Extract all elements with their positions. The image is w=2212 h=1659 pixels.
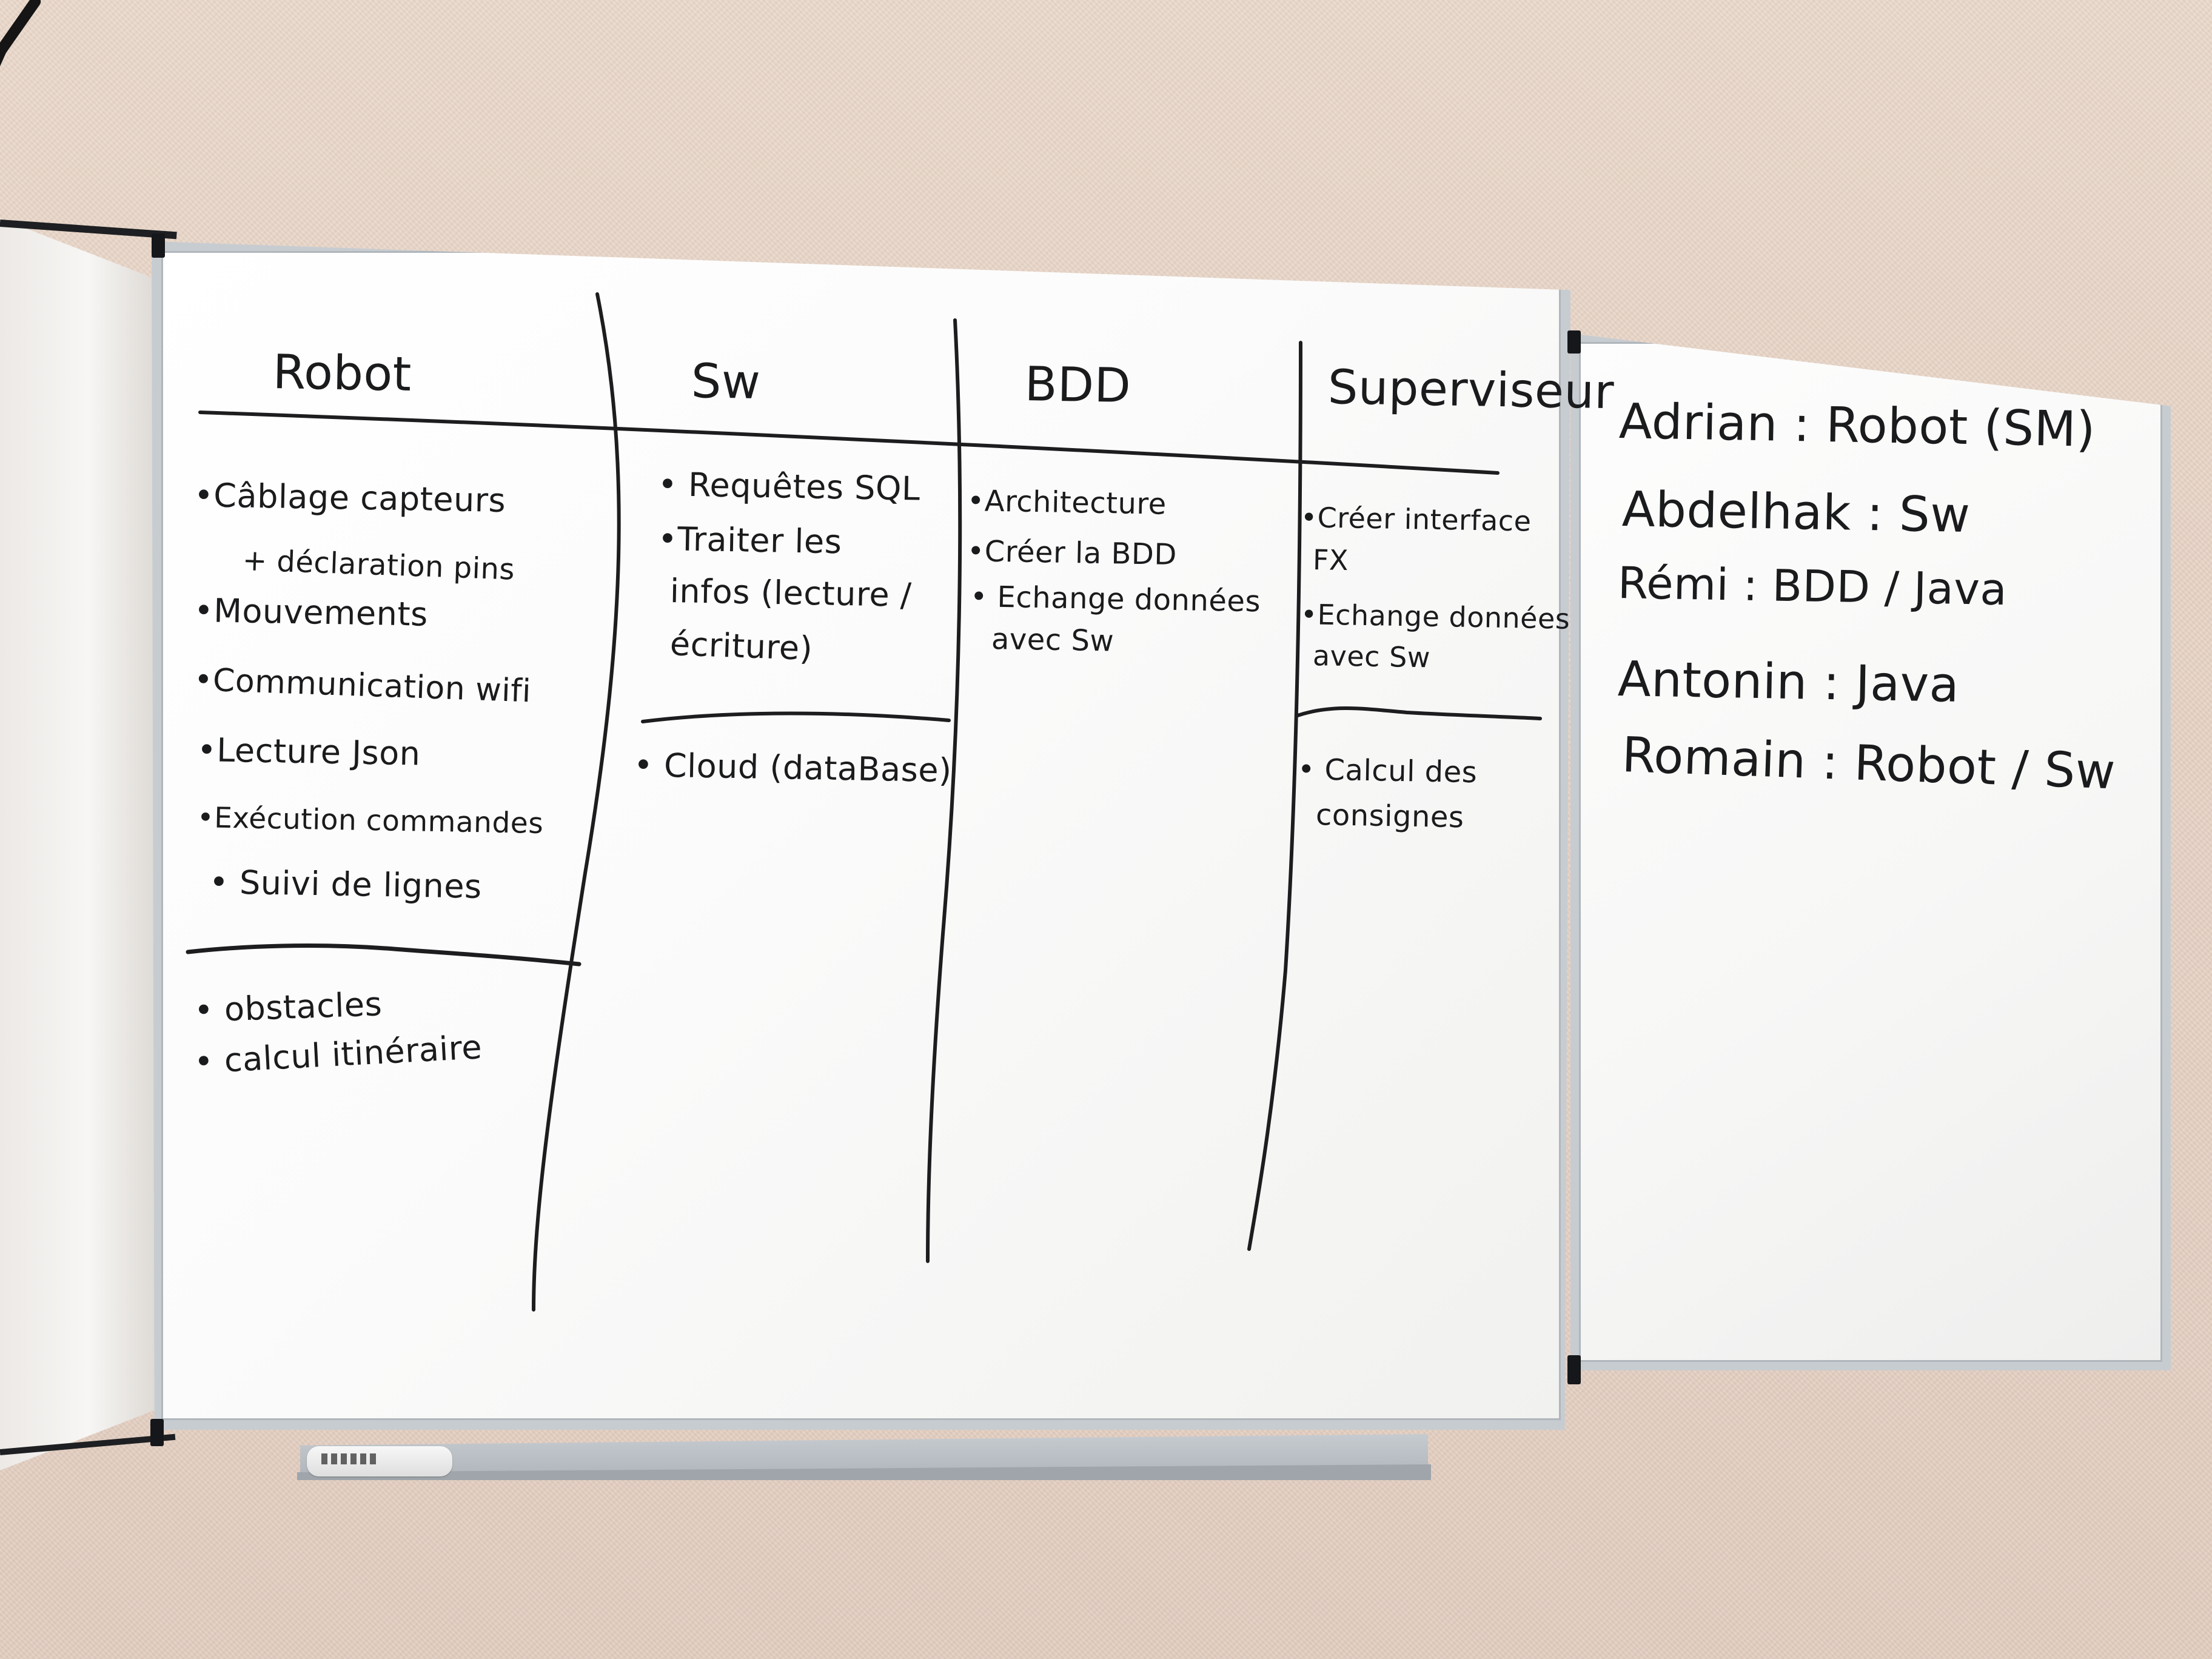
sw-item-2: •Traiter les	[657, 520, 842, 561]
remote-control	[307, 1446, 452, 1476]
robot-item-6: •Exécution commandes	[196, 801, 544, 840]
team-assignment-4: Antonin : Java	[1617, 651, 1960, 713]
bottom-middle-hinge	[1567, 1355, 1581, 1384]
sw-item-3: infos (lecture /	[669, 572, 913, 614]
sw-column-header: Sw	[691, 354, 762, 410]
team-assignment-1: Adrian : Robot (SM)	[1618, 393, 2096, 458]
superviseur-column-header: Superviseur	[1327, 360, 1615, 420]
bottom-left-hinge	[150, 1419, 164, 1446]
right-whiteboard	[1570, 333, 2171, 1370]
bdd-column-header: BDD	[1024, 357, 1131, 414]
bdd-item-1: •Architecture	[967, 484, 1167, 521]
sw-item-4: écriture)	[669, 625, 814, 668]
superviseur-item-2: FX	[1312, 543, 1349, 577]
team-assignment-3: Rémi : BDD / Java	[1617, 557, 2008, 615]
bdd-item-3: • Echange données	[970, 580, 1261, 619]
left-board-wing	[0, 218, 161, 1470]
superviseur-item-3: •Echange données	[1300, 598, 1570, 635]
top-middle-hinge	[1567, 330, 1581, 354]
superviseur-item-1: •Créer interface	[1300, 501, 1532, 538]
sw-post-item-1: • Cloud (dataBase)	[633, 746, 953, 790]
top-left-hinge	[152, 233, 165, 258]
superviseur-item-4: avec Sw	[1312, 639, 1431, 674]
team-assignment-2: Abdelhak : Sw	[1621, 481, 1971, 544]
robot-item-2: + déclaration pins	[242, 543, 515, 587]
superviseur-post-item-1: • Calcul des	[1297, 752, 1478, 790]
robot-item-5: •Lecture Json	[196, 731, 421, 773]
bdd-item-4: avec Sw	[991, 622, 1114, 659]
sw-item-1: • Requêtes SQL	[657, 465, 921, 508]
robot-item-3: •Mouvements	[193, 591, 429, 634]
robot-item-7: • Suivi de lignes	[209, 863, 483, 906]
robot-item-1: •Câblage capteurs	[193, 476, 506, 520]
robot-post-item-1: • obstacles	[193, 985, 383, 1030]
bdd-item-2: •Créer la BDD	[967, 534, 1178, 572]
robot-column-header: Robot	[272, 345, 412, 402]
superviseur-post-item-2: consignes	[1315, 798, 1464, 835]
